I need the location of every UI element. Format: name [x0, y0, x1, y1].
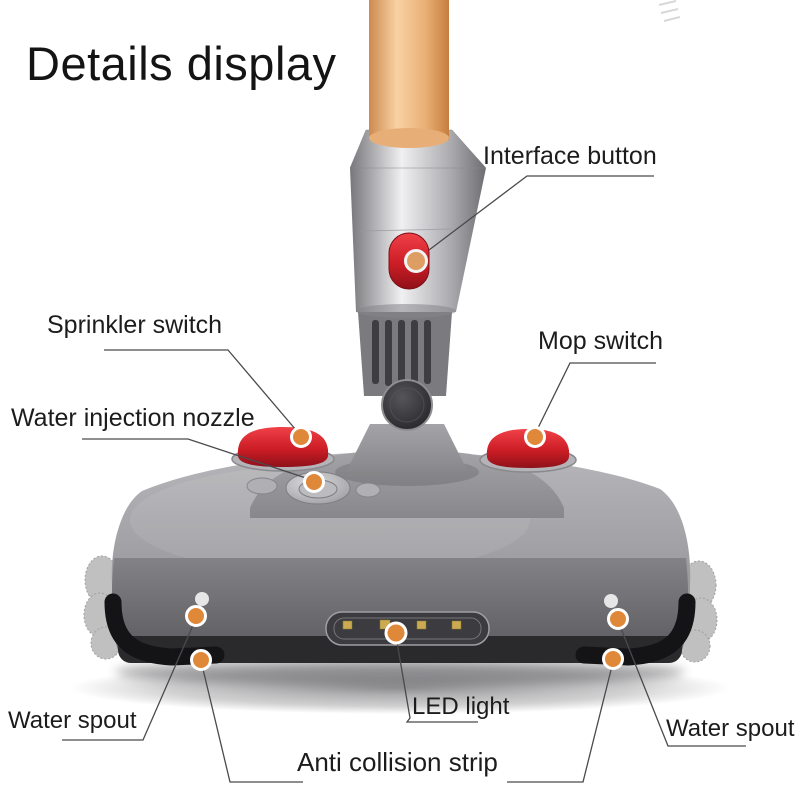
- anti-collision-strip-right: [575, 593, 696, 666]
- indicator-dot-right: [604, 594, 618, 608]
- marker-mop-switch: [524, 426, 546, 448]
- marker-water-spout-left: [185, 605, 207, 627]
- mop-switch-button: [479, 429, 577, 473]
- marker-anti-collision-right: [602, 648, 624, 670]
- interface-button-red: [388, 232, 430, 290]
- indicator-dot-left: [195, 592, 209, 606]
- callout-line-interface-button: [428, 175, 654, 251]
- callout-line-water-spout-right: [619, 625, 746, 747]
- callout-label-water-spout-left: Water spout: [8, 707, 137, 734]
- callout-label-led-light: LED light: [412, 693, 510, 720]
- callout-label-interface-button: Interface button: [483, 142, 657, 170]
- callout-label-sprinkler-switch: Sprinkler switch: [47, 311, 223, 339]
- pole-tube: [369, 0, 449, 140]
- hinge-ball: [381, 379, 433, 431]
- swivel-joint: [358, 312, 452, 431]
- anti-collision-strip-left: [104, 593, 225, 666]
- sole-band: [118, 636, 682, 663]
- marker-dots: [185, 426, 629, 671]
- callout-label-anti-collision-strip: Anti collision strip: [297, 747, 498, 777]
- page-title: Details display: [26, 37, 337, 90]
- led-strip: [325, 611, 490, 646]
- neck-lower: [346, 424, 468, 472]
- callout-label-water-spout-right: Water spout: [666, 715, 795, 742]
- marker-anti-collision-left: [190, 649, 212, 671]
- callout-line-water-spout-left: [62, 622, 195, 741]
- callout-lines: [62, 175, 746, 783]
- callout-line-anti-collision-left: [201, 664, 303, 783]
- callout-line-led-light: [396, 641, 478, 723]
- marker-sprinkler-switch: [290, 426, 312, 448]
- callout-label-mop-switch: Mop switch: [538, 327, 664, 355]
- marker-water-spout-right: [607, 608, 629, 630]
- watermark-marks: [658, 0, 681, 22]
- marker-water-injection-nozzle: [303, 471, 325, 493]
- callout-line-sprinkler-switch: [104, 349, 297, 431]
- callout-line-water-injection-nozzle: [82, 438, 307, 479]
- callout-line-anti-collision-right: [507, 665, 613, 783]
- callout-line-mop-switch: [536, 362, 656, 431]
- marker-led-light: [384, 621, 408, 645]
- callout-label-water-injection-nozzle: Water injection nozzle: [11, 404, 255, 432]
- floor-shadow: [70, 658, 730, 714]
- sprinkler-switch-button: [231, 427, 335, 472]
